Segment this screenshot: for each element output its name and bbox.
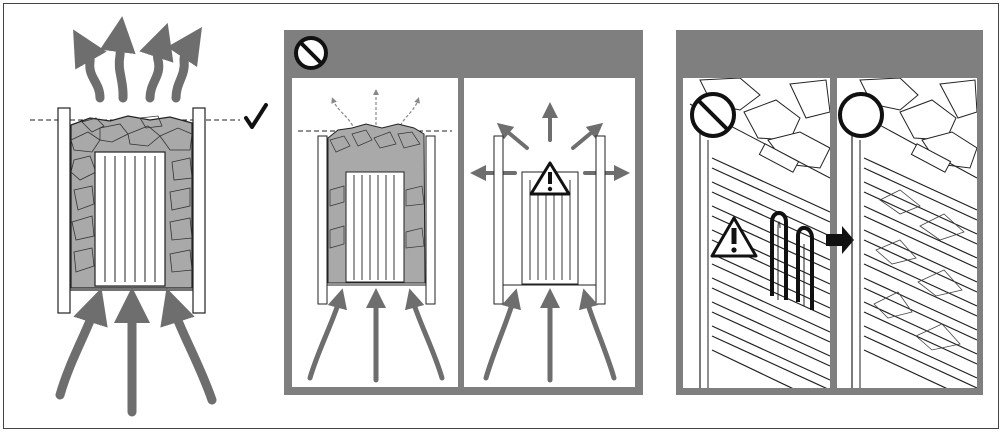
cold-air-arrows bbox=[307, 288, 445, 383]
transition-arrow bbox=[826, 226, 854, 254]
cold-air-arrows bbox=[55, 287, 217, 417]
cold-air-arrows bbox=[483, 288, 617, 383]
heating-element bbox=[345, 171, 405, 283]
heating-element bbox=[94, 151, 166, 287]
warning-icon bbox=[710, 216, 758, 258]
blocked-air-arrows bbox=[331, 89, 420, 131]
prohibited-icon bbox=[294, 36, 328, 70]
subpanel-stones-above-edge bbox=[298, 89, 452, 383]
prohibited-icon bbox=[690, 92, 736, 138]
stones bbox=[873, 189, 965, 351]
panel-correct bbox=[30, 16, 268, 417]
subpanel-element-covered bbox=[841, 78, 977, 388]
check-icon bbox=[244, 103, 268, 129]
ok-circle-icon bbox=[838, 92, 884, 138]
warning-icon bbox=[529, 161, 571, 196]
panel-wrong-variants bbox=[284, 30, 643, 395]
exposed-heating-element bbox=[770, 211, 814, 310]
heater-correct bbox=[57, 107, 206, 314]
panel-stone-detail bbox=[676, 30, 983, 395]
hot-air-arrows bbox=[73, 16, 202, 103]
subpanel-no-stones bbox=[470, 102, 630, 383]
